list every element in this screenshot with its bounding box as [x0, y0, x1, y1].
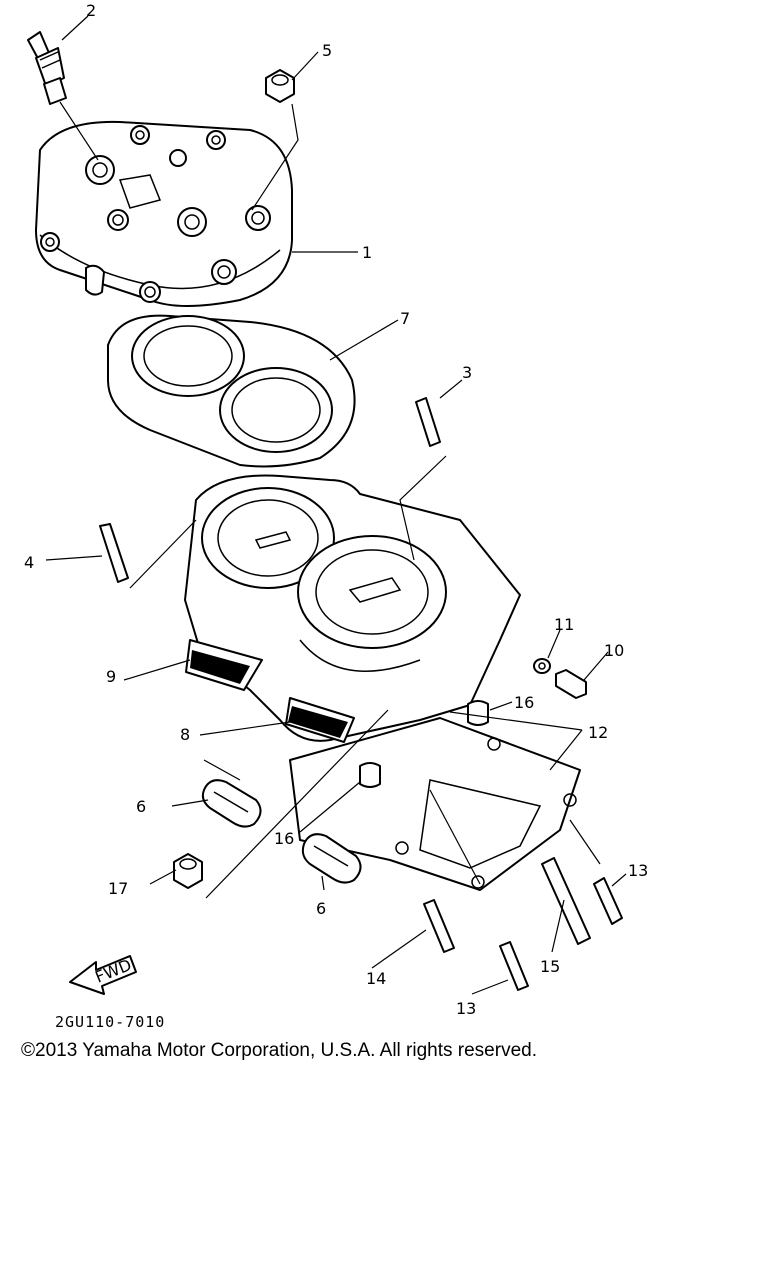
callout-10: 10 — [604, 641, 624, 660]
callout-11: 11 — [554, 615, 574, 634]
leader-lines — [45, 15, 627, 995]
callout-17: 17 — [108, 879, 128, 898]
callout-16b: 16 — [274, 829, 294, 848]
callout-1: 1 — [362, 243, 372, 262]
callout-6a: 6 — [136, 797, 146, 816]
callout-8: 8 — [180, 725, 190, 744]
exploded-parts-diagram: FWD 1 2 3 4 5 — [24, 1, 648, 1018]
studs-lower — [423, 857, 623, 991]
callout-6b: 6 — [316, 899, 326, 918]
stud-bolt-3 — [415, 397, 441, 447]
washer-and-bolt — [533, 658, 587, 699]
cylinder-nut-17 — [173, 853, 203, 889]
callout-3: 3 — [462, 363, 472, 382]
drawing-code: 2GU110-7010 — [55, 1013, 166, 1031]
cylinder-head — [35, 120, 293, 307]
intake-joints — [185, 639, 355, 743]
dowel-pins — [359, 700, 489, 788]
stud-bolt-4 — [99, 523, 129, 583]
callout-7: 7 — [400, 309, 410, 328]
callout-4: 4 — [24, 553, 34, 572]
callout-13a: 13 — [628, 861, 648, 880]
callout-2: 2 — [86, 1, 96, 20]
callout-13b: 13 — [456, 999, 476, 1018]
cylinder-head-nut — [265, 69, 295, 103]
cylinder-head-gasket — [107, 314, 356, 468]
plate-6-a — [201, 779, 262, 828]
callout-15: 15 — [540, 957, 560, 976]
part-number-labels: 1 2 3 4 5 6 6 7 8 9 10 11 12 13 13 14 15… — [24, 1, 648, 1018]
callout-16a: 16 — [514, 693, 534, 712]
plate-6-b — [301, 833, 362, 884]
callout-14: 14 — [366, 969, 386, 988]
callout-5: 5 — [322, 41, 332, 60]
callout-12: 12 — [588, 723, 608, 742]
spark-plug — [27, 31, 67, 105]
callout-9: 9 — [106, 667, 116, 686]
fwd-arrow: FWD — [69, 955, 137, 995]
copyright-notice: ©2013 Yamaha Motor Corporation, U.S.A. A… — [21, 1040, 537, 1061]
cylinder-block — [184, 474, 521, 742]
